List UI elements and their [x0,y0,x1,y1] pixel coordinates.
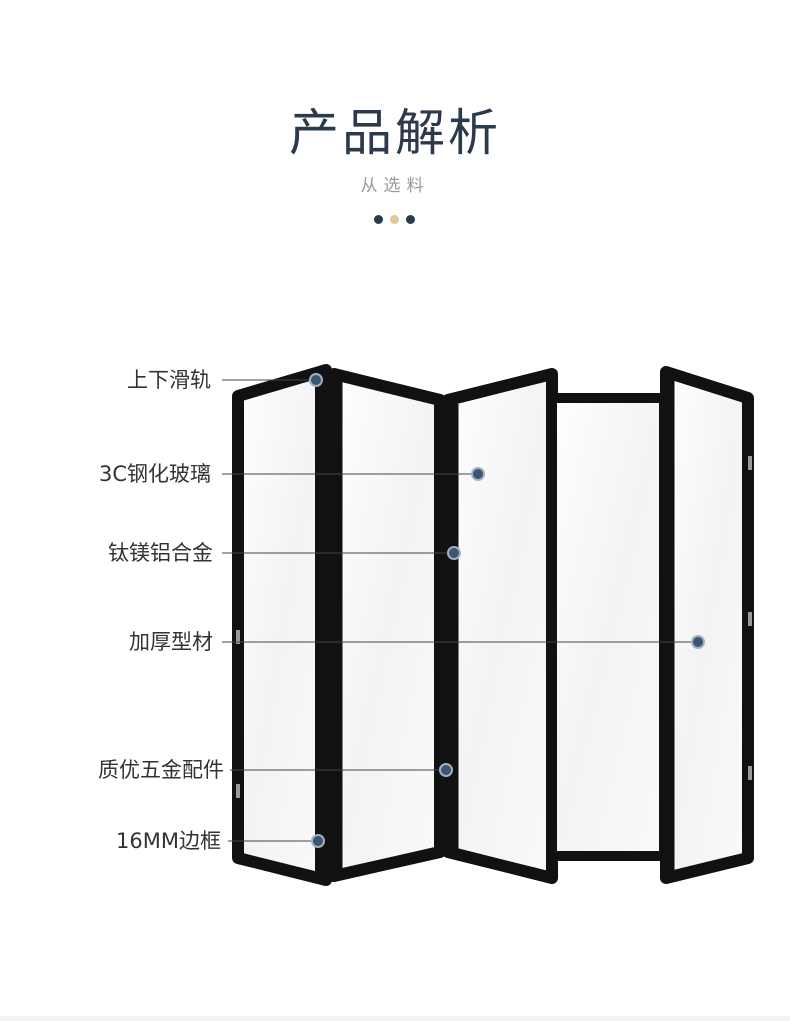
header: 产品解析 从选料 [0,0,790,240]
door-panel-1 [232,364,332,886]
door-panel-2 [328,368,446,882]
page-title: 产品解析 [289,104,501,162]
marker-3 [447,546,461,560]
marker-2 [471,467,485,481]
marker-6 [311,834,325,848]
label-3c-tempered-glass: 3C钢化玻璃 [98,462,211,486]
door-panel-3 [442,368,558,884]
markers [309,373,705,848]
label-alloy: 钛镁铝合金 [108,541,213,565]
page-subtitle: 从选料 [360,176,430,196]
door-panel-5 [660,366,754,884]
label-thickened-profile: 加厚型材 [129,630,213,654]
marker-4 [691,635,705,649]
label-16mm-frame: 16MM边框 [116,829,221,853]
decorative-dots [374,215,418,225]
bottom-divider [0,1016,790,1021]
marker-1 [309,373,323,387]
dot-1 [374,215,383,224]
door-panel-4 [547,393,669,861]
label-quality-hardware: 质优五金配件 [98,758,224,782]
leader-lines [222,379,698,842]
label-top-bottom-rail: 上下滑轨 [127,368,211,392]
dot-3 [406,215,415,224]
marker-5 [439,763,453,777]
dot-2 [390,215,399,224]
